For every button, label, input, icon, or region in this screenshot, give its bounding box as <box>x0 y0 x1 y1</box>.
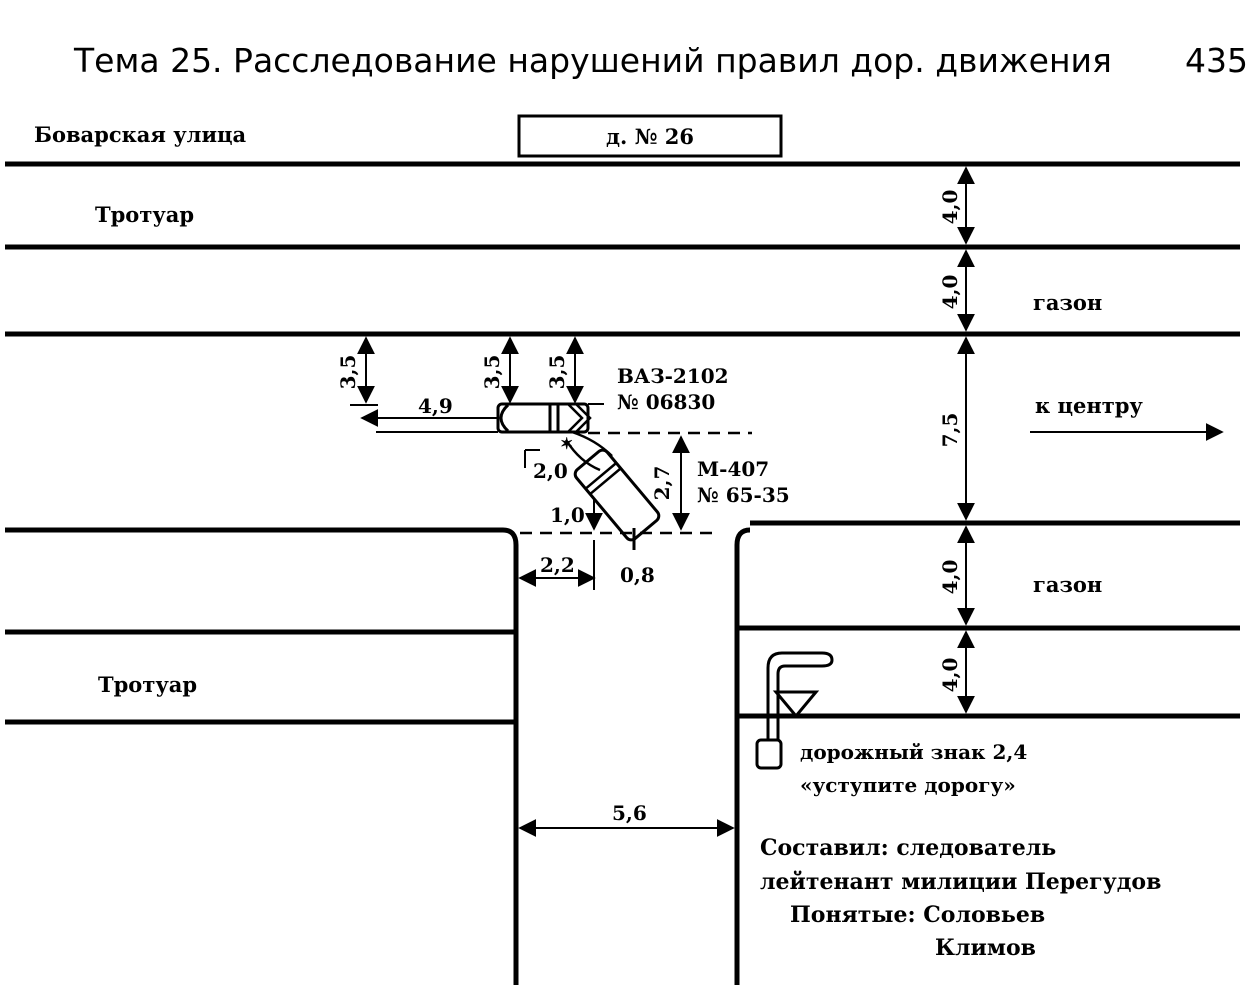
page-number: 435 <box>1185 41 1248 80</box>
road-sign <box>755 651 834 770</box>
m407-plate: № 65-35 <box>697 483 790 507</box>
width-dimensions: 4,0 4,0 7,5 4,0 4,0 <box>938 166 975 714</box>
side-street-right-edge <box>734 527 751 985</box>
signature-line1: Составил: следователь <box>760 835 1056 861</box>
dim-car1-left: 3,5 <box>336 355 360 390</box>
svg-text:✶: ✶ <box>560 434 573 453</box>
dim-side-street-label: 5,6 <box>612 801 647 825</box>
vaz-plate: № 06830 <box>617 390 715 414</box>
lawn-top-label: газон <box>1033 290 1102 315</box>
dim-label-lawn-top: 4,0 <box>938 275 962 310</box>
sidewalk-top-label: Тротуар <box>95 202 194 227</box>
street-name: Боварская улица <box>34 122 247 147</box>
house-label: д. № 26 <box>606 124 694 149</box>
dim-car2-e: 0,8 <box>620 563 655 587</box>
dim-car1-offset: 4,9 <box>418 394 453 418</box>
house-box <box>517 114 783 158</box>
m407-model: М-407 <box>697 457 769 481</box>
signature-line2: лейтенант милиции Перегудов <box>760 869 1161 895</box>
dim-label-sidewalk-top: 4,0 <box>938 190 962 225</box>
dim-label-roadway: 7,5 <box>938 413 962 448</box>
yield-sign-icon <box>772 690 820 719</box>
vehicle-vaz-2102 <box>496 402 592 434</box>
dim-label-sidewalk-bottom: 4,0 <box>938 658 962 693</box>
sign-pole <box>766 651 834 740</box>
dim-car2-a: 2,0 <box>533 459 568 483</box>
sign-base <box>755 738 783 770</box>
vehicle-m-407 <box>573 448 661 542</box>
collision-trace <box>564 439 601 472</box>
dim-car2-c: 1,0 <box>550 503 585 527</box>
dim-car2-d: 2,2 <box>540 553 575 577</box>
dim-car1-right: 3,5 <box>545 355 569 390</box>
dim-car2-b: 2,7 <box>650 466 674 501</box>
road-sign-line1: дорожный знак 2,4 <box>800 740 1027 764</box>
lawn-bottom-label: газон <box>1033 572 1102 597</box>
vaz-front <box>499 403 510 433</box>
vaz-body <box>496 402 590 434</box>
dim-car1-mid: 3,5 <box>480 355 504 390</box>
signature-line3: Понятые: Соловьев <box>790 902 1045 928</box>
dim-label-lawn-bottom: 4,0 <box>938 560 962 595</box>
vaz-model: ВАЗ-2102 <box>617 364 729 388</box>
page-title: Тема 25. Расследование нарушений правил … <box>73 41 1112 80</box>
sidewalk-bottom-label: Тротуар <box>98 672 197 697</box>
road-lines <box>5 161 1240 985</box>
m407-body <box>573 448 661 542</box>
side-street-left-edge <box>502 527 519 985</box>
road-sign-line2: «уступите дорогу» <box>800 773 1016 797</box>
signature-line4: Климов <box>935 935 1036 961</box>
direction-label: к центру <box>1035 393 1143 418</box>
